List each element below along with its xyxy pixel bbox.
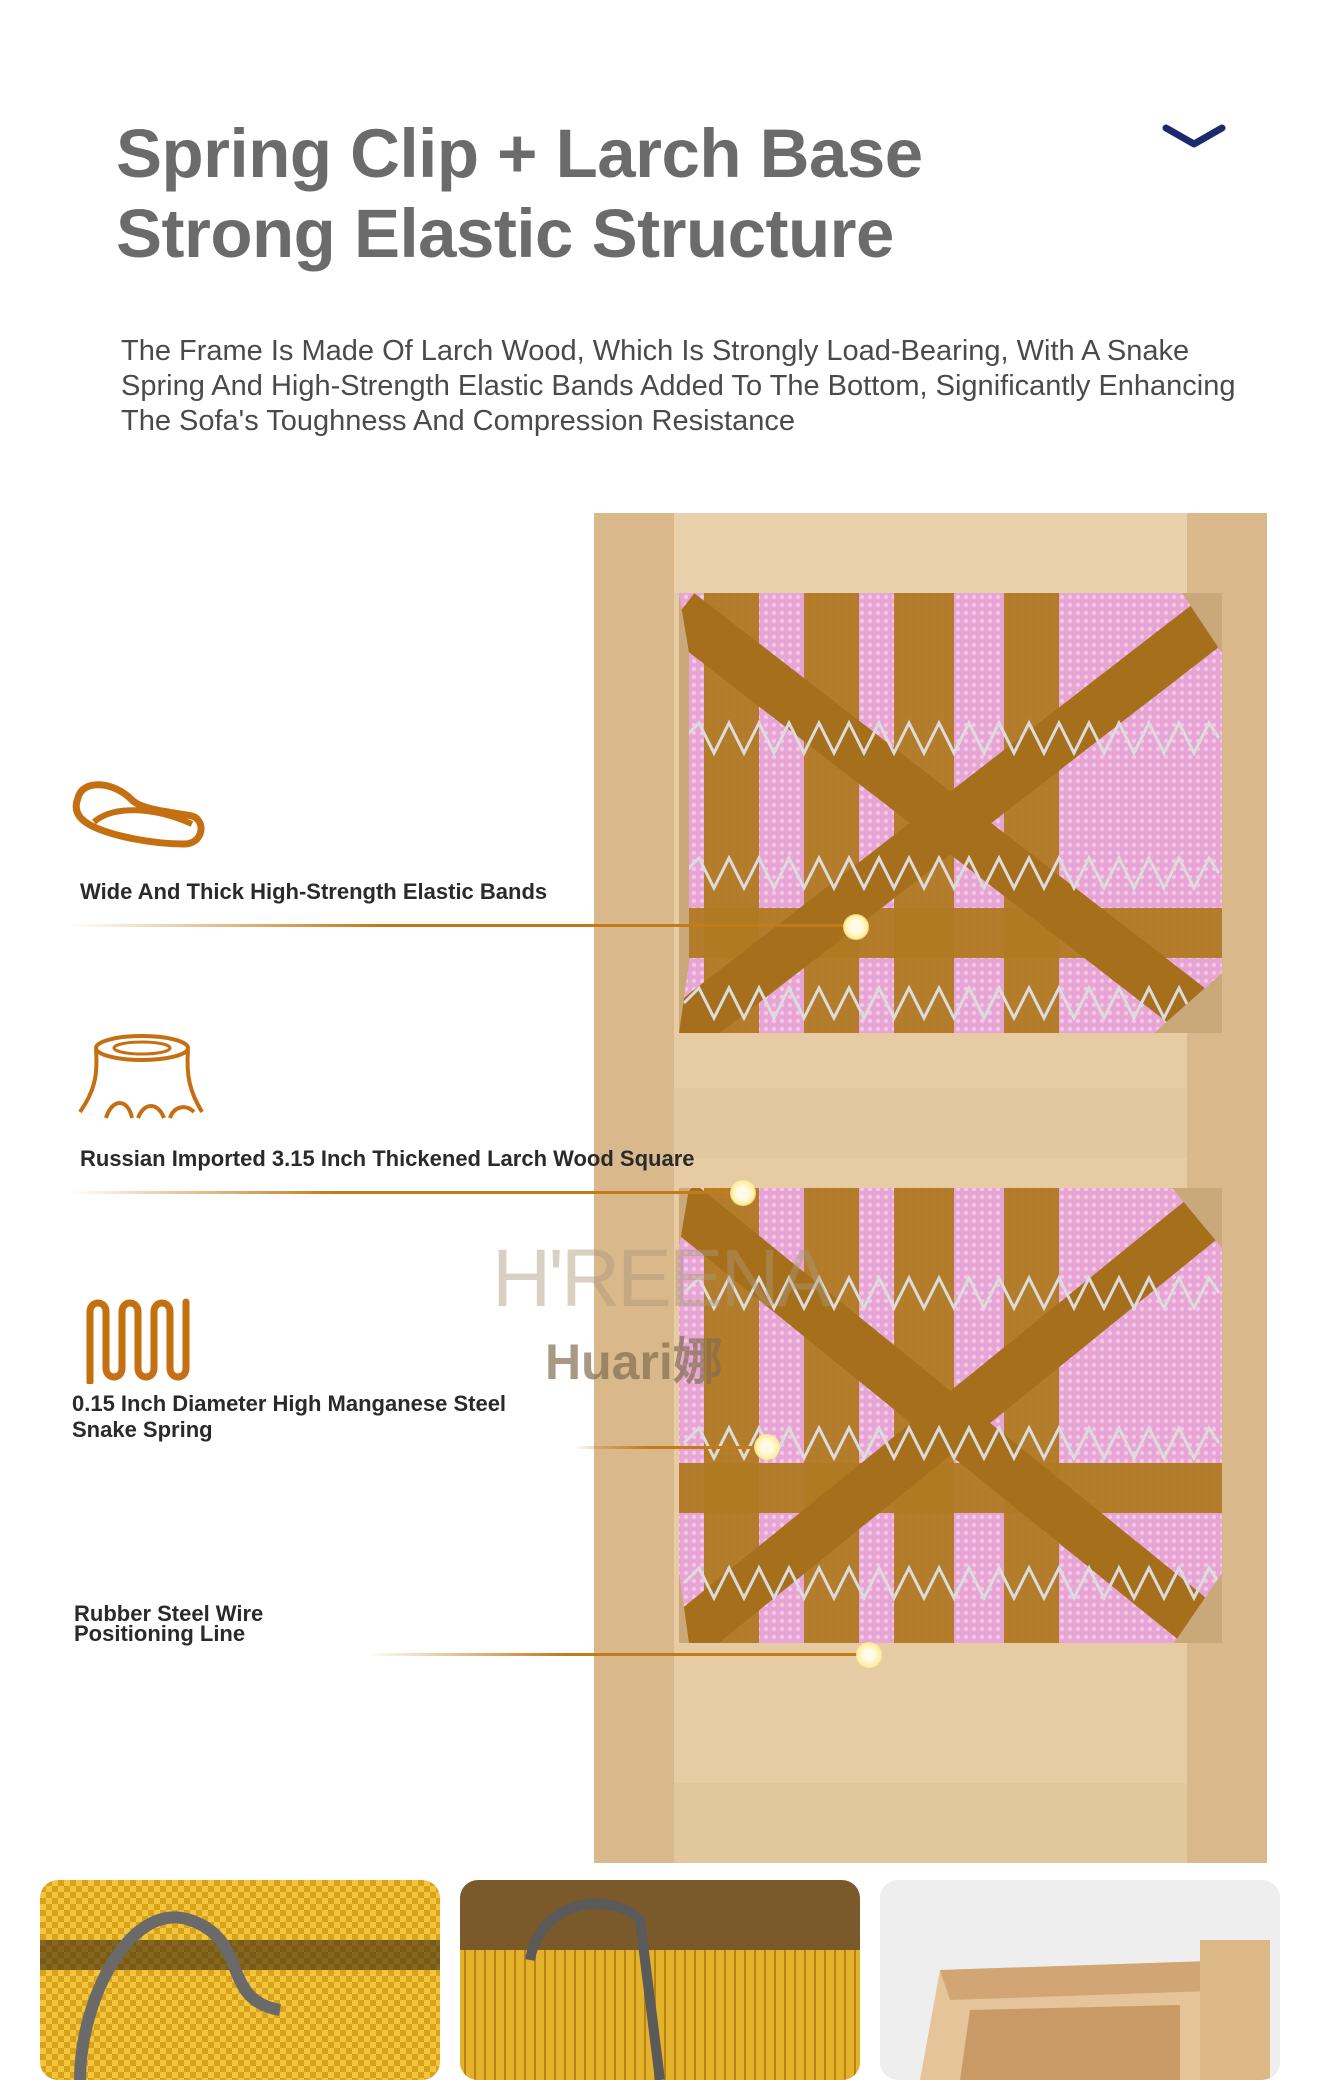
- feature-marker: [730, 1180, 756, 1206]
- page-title: Spring Clip + Larch Base Strong Elastic …: [116, 114, 956, 274]
- feature-leader-line: [68, 924, 844, 927]
- feature-leader-line: [366, 1653, 864, 1656]
- feature-label-elastic-bands: Wide And Thick High-Strength Elastic Ban…: [80, 879, 548, 904]
- feature-label-snake-spring: 0.15 Inch Diameter High Manganese Steel …: [72, 1391, 507, 1442]
- feature-leader-line: [574, 1446, 764, 1449]
- feature-marker: [843, 914, 869, 940]
- title-line-1: Spring Clip + Larch Base: [116, 115, 923, 192]
- chevron-down-icon[interactable]: [1162, 122, 1226, 152]
- sofa-base-frame-image: [594, 513, 1267, 1863]
- title-line-2: Strong Elastic Structure: [116, 195, 894, 272]
- thumb-spring-band-closeup: [40, 1880, 440, 2080]
- spring-coil-icon: [86, 1298, 190, 1384]
- elastic-band-icon: [72, 781, 205, 848]
- feature-marker: [856, 1642, 882, 1668]
- feature-marker: [754, 1434, 780, 1460]
- thumb-band-weave-closeup: [460, 1880, 860, 2080]
- feature-leader-line: [68, 1191, 740, 1194]
- thumb-wood-frame-corner: [880, 1880, 1280, 2080]
- tree-stump-icon: [78, 1034, 204, 1119]
- feature-label-positioning-line: Rubber Steel Wire Positioning Line: [74, 1601, 264, 1646]
- brand-watermark: H'REENA: [492, 1233, 831, 1324]
- product-description: The Frame Is Made Of Larch Wood, Which I…: [121, 335, 1236, 437]
- feature-label-larch-wood: Russian Imported 3.15 Inch Thickened Lar…: [80, 1146, 695, 1171]
- brand-watermark-sub: Huari娜: [545, 1334, 723, 1390]
